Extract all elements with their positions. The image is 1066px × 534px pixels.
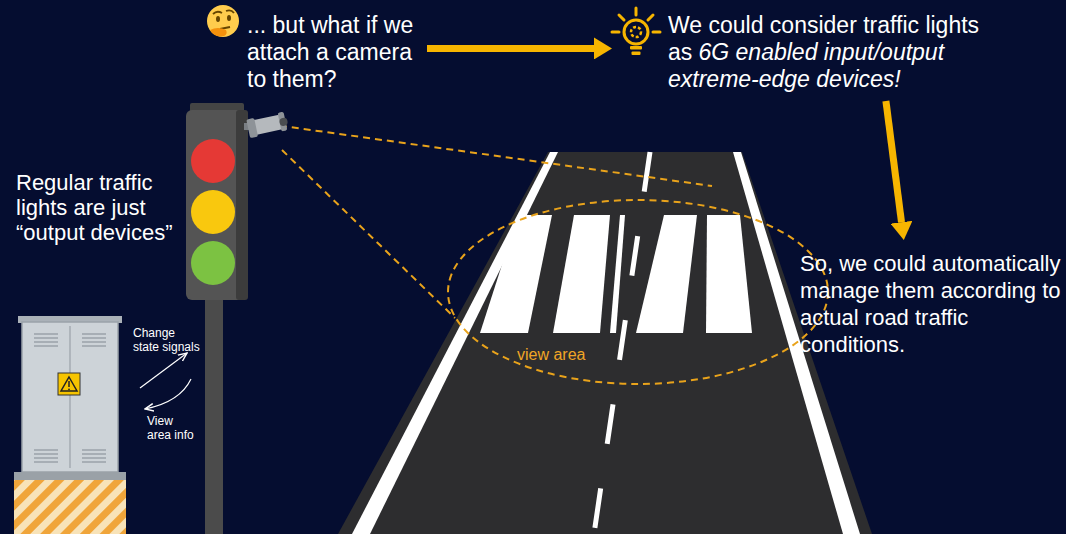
- warning-mark: [68, 381, 70, 387]
- statement-box: So, we could automatically manage them a…: [800, 250, 1066, 358]
- road-edge-line: [352, 152, 558, 534]
- bulb-gear: [631, 27, 641, 37]
- statement-text: ... but what if we attach a camera to th…: [247, 12, 427, 93]
- view-area-ellipse: [448, 200, 828, 384]
- view-line: [268, 124, 712, 186]
- warning-sign: [58, 373, 80, 395]
- area-label: view area: [517, 345, 637, 364]
- hazard-base: [14, 480, 126, 534]
- flow-arrow: [886, 101, 902, 222]
- traffic-light-pole: [205, 290, 223, 534]
- traffic-light-housing: [186, 110, 248, 300]
- emoji-hand: [210, 28, 227, 36]
- thinking-emoji: [207, 5, 239, 37]
- statement-text: So, we could automatically manage them a…: [800, 250, 1066, 358]
- traffic-light-housing: [236, 110, 248, 300]
- red-light: [191, 139, 235, 183]
- statement-text: 6G enabled input/output extreme-edge dev…: [668, 39, 944, 92]
- center-line: [594, 152, 650, 534]
- connector-group: [427, 48, 902, 222]
- camera-lens: [279, 117, 288, 126]
- emoji-brow: [226, 10, 234, 13]
- statement-box: ... but what if we attach a camera to th…: [247, 12, 427, 93]
- camera-back: [246, 118, 258, 138]
- crosswalk-stripe: [553, 215, 610, 333]
- road-surface: [338, 152, 872, 534]
- center-line: [610, 215, 625, 333]
- bulb-base: [630, 46, 642, 50]
- note-text: Regular traffic lights are just “output …: [16, 170, 186, 245]
- lightbulb-icon: [612, 8, 660, 55]
- emoji-brow: [213, 12, 222, 14]
- emoji-eye: [216, 16, 220, 22]
- signal-arrow: [140, 353, 187, 388]
- crosswalk-stripe: [706, 215, 752, 333]
- cabinet-plinth: [14, 472, 126, 480]
- warning-mark: [68, 388, 70, 390]
- yellow-light: [191, 190, 235, 234]
- camera-hood: [278, 112, 288, 132]
- crosswalk-stripe: [636, 215, 697, 333]
- warning-triangle: [61, 377, 77, 391]
- cabinet-vent: [34, 334, 106, 346]
- emoji-eye: [227, 15, 231, 21]
- signal-arrow: [145, 379, 191, 409]
- green-light: [191, 241, 235, 285]
- camera: [246, 111, 289, 138]
- emoji-face: [207, 5, 239, 37]
- statement-box: We could consider traffic lights as6G en…: [612, 12, 998, 93]
- bulb-base: [632, 52, 641, 56]
- view-line: [282, 150, 455, 318]
- signal-label: View area info: [147, 414, 197, 442]
- signal-label: Change state signals: [133, 326, 203, 354]
- cabinet-vent: [34, 450, 106, 462]
- cabinet-door-seam: [69, 326, 70, 468]
- flow-arrow: [427, 45, 594, 52]
- cabinet-body: [22, 322, 118, 472]
- bulb-glass: [624, 20, 648, 44]
